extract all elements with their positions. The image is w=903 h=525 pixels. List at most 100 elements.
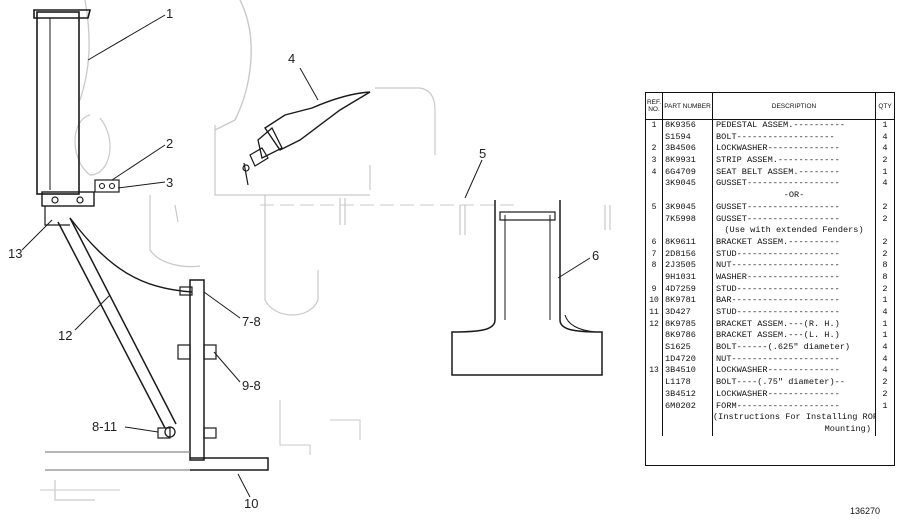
callout-13: 13 <box>8 246 22 261</box>
row-part-number: 2D8156 <box>663 248 713 261</box>
row-description: NUT--------------------- <box>713 260 876 272</box>
seat-belt-assembly <box>242 91 371 186</box>
row-ref-no: 11 <box>646 307 663 319</box>
row-ref-no: 12 <box>646 318 663 331</box>
row-qty <box>876 225 894 237</box>
row-qty: 4 <box>882 178 888 189</box>
row-ref-no <box>646 225 663 237</box>
callout-10: 10 <box>244 496 258 511</box>
bracket-assembly <box>451 200 603 376</box>
row-qty: 4 <box>882 342 888 353</box>
row-part-number <box>663 423 713 436</box>
row-description: (Instructions For Installing ROPS <box>713 412 876 424</box>
row-description: LOCKWASHER-------------- <box>713 143 876 156</box>
table-row: (Instructions For Installing ROPS <box>646 412 894 424</box>
bolt-strip-detail <box>94 179 120 193</box>
row-ref-no <box>646 423 663 436</box>
row-qty: 4 <box>882 353 888 364</box>
row-part-number: L1178 <box>663 377 713 389</box>
row-description: (Use with extended Fenders) <box>713 225 876 237</box>
callout-3: 3 <box>166 175 173 190</box>
row-part-number: 9H1031 <box>663 271 713 284</box>
row-qty: 4 <box>882 365 888 376</box>
row-ref-no <box>646 271 663 284</box>
row-part-number: 1D4720 <box>663 353 713 366</box>
callout-7-8: 7-8 <box>242 314 261 329</box>
row-description: STUD-------------------- <box>713 283 876 296</box>
row-ref-no: 9 <box>646 283 663 296</box>
row-description: BRACKET ASSEM.---(L. H.) <box>713 330 876 343</box>
callout-5: 5 <box>479 146 486 161</box>
row-qty: 4 <box>882 143 888 154</box>
header-part-number: PART NUMBER <box>663 93 713 119</box>
row-qty: 2 <box>882 236 888 247</box>
row-ref-no: 6 <box>646 236 663 249</box>
callout-6: 6 <box>592 248 599 263</box>
row-part-number: 8K9356 <box>663 120 713 132</box>
row-qty: 1 <box>882 318 888 329</box>
leader-lines <box>21 14 591 498</box>
row-part-number: 6M0202 <box>663 400 713 413</box>
row-ref-no <box>646 330 663 343</box>
table-header: REF. NO. PART NUMBER DESCRIPTION QTY <box>646 93 894 120</box>
row-qty: 2 <box>882 248 888 259</box>
row-part-number: S1594 <box>663 131 713 144</box>
row-qty: 8 <box>882 260 888 271</box>
row-ref-no <box>646 353 663 366</box>
row-part-number: 8K9611 <box>663 236 713 249</box>
pedestal-assembly <box>33 9 95 226</box>
row-qty: 2 <box>882 213 888 224</box>
row-ref-no <box>646 131 663 144</box>
row-ref-no: 3 <box>646 155 663 167</box>
row-description: STUD-------------------- <box>713 248 876 261</box>
row-part-number: 2J3505 <box>663 260 713 272</box>
row-qty: 8 <box>882 271 888 282</box>
row-description: LOCKWASHER-------------- <box>713 388 876 401</box>
row-qty: 1 <box>882 166 888 177</box>
row-part-number: 3B4512 <box>663 388 713 401</box>
row-qty <box>876 190 894 202</box>
row-ref-no <box>646 412 663 424</box>
row-qty: 1 <box>882 120 888 130</box>
bar <box>45 451 269 471</box>
row-ref-no: 8 <box>646 260 663 272</box>
row-ref-no: 5 <box>646 201 663 214</box>
ghost-outlines <box>40 0 611 501</box>
row-description: Mounting) <box>713 423 876 436</box>
row-description: SEAT BELT ASSEM.-------- <box>713 166 876 179</box>
row-ref-no <box>646 342 663 354</box>
row-qty: 2 <box>882 377 888 388</box>
row-description: BOLT------(.625" diameter) <box>713 342 876 354</box>
row-qty: 2 <box>882 388 888 399</box>
row-ref-no <box>646 388 663 401</box>
row-qty: 4 <box>882 131 888 142</box>
callout-12: 12 <box>58 328 72 343</box>
row-qty: 1 <box>882 400 888 411</box>
header-description: DESCRIPTION <box>713 93 876 119</box>
row-ref-no <box>646 190 663 202</box>
header-qty: QTY <box>878 102 892 110</box>
row-part-number: 3D427 <box>663 307 713 319</box>
row-description: WASHER------------------ <box>713 271 876 284</box>
row-ref-no <box>646 377 663 389</box>
row-description: GUSSET------------------ <box>713 213 876 226</box>
table-row: (Use with extended Fenders) <box>646 225 894 237</box>
row-part-number: 3K9045 <box>663 178 713 191</box>
